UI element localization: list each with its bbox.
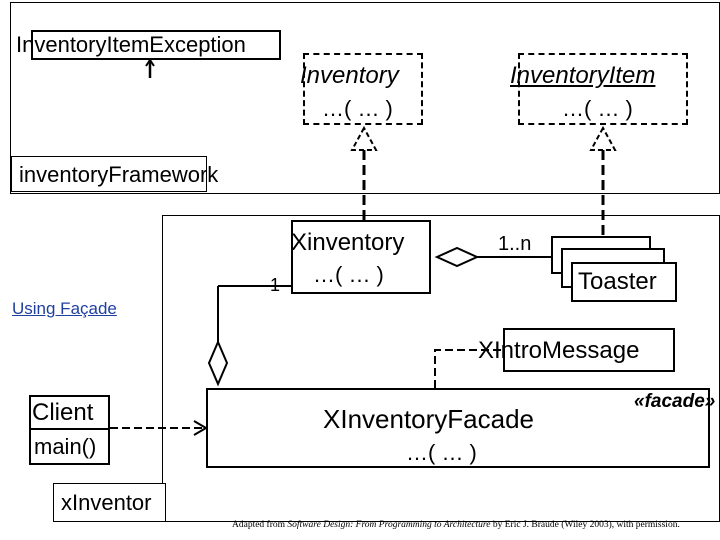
inventory-item-class [518,53,688,125]
facade-xintro-dependency [434,349,503,388]
framework-package-tab [11,156,207,192]
client-class [29,395,110,465]
facade-class-name: XInventoryFacade [323,404,535,434]
exception-dependency-arrow [145,58,155,78]
xintro-message-class-name: XIntroMessage [478,337,640,364]
inventory-item-class-ops: …( … ) [562,96,633,121]
using-facade-label: Using Façade [12,299,117,318]
app-package-tab [53,483,166,522]
client-facade-dependency [110,420,208,436]
inventory-item-class-name: InventoryItem [510,62,656,89]
credit-suffix: by Eric J. Braude (Wiley 2003), with per… [490,520,680,530]
inventory-class-name: Inventory [300,62,399,89]
credit-book-title: Software Design: From Programming to Arc… [287,520,491,530]
xinventory-toaster-aggregation [434,246,551,268]
credit-line: Adapted from Software Design: From Progr… [232,520,680,531]
facade-stereotype: «facade» [634,391,716,412]
toaster-class [571,262,677,302]
credit-prefix: Adapted from [232,520,288,530]
client-class-op: main() [34,434,97,459]
exception-class-name: InventoryItemException [16,32,246,57]
app-package-label: xInventor [61,490,152,515]
facade-class [206,388,710,468]
xinventory-class-name: Xinventory [291,229,405,256]
inventory-class [303,53,423,125]
framework-package-label: inventoryFramework [19,162,219,187]
multiplicity-many: 1..n [498,233,532,255]
xinventory-class [291,220,431,294]
xintro-message-class [503,328,675,372]
client-class-name: Client [32,399,94,426]
facade-xinventory-aggregation [207,285,291,387]
facade-class-ops: …( … ) [406,440,477,465]
xinventory-class-ops: …( … ) [313,262,384,287]
toaster-realization-arrow [589,125,617,236]
client-class-divider [29,428,110,430]
exception-class [31,30,281,60]
inventory-class-ops: …( … ) [322,96,393,121]
xinventory-realization-arrow [350,125,378,220]
toaster-class-name: Toaster [578,268,657,295]
